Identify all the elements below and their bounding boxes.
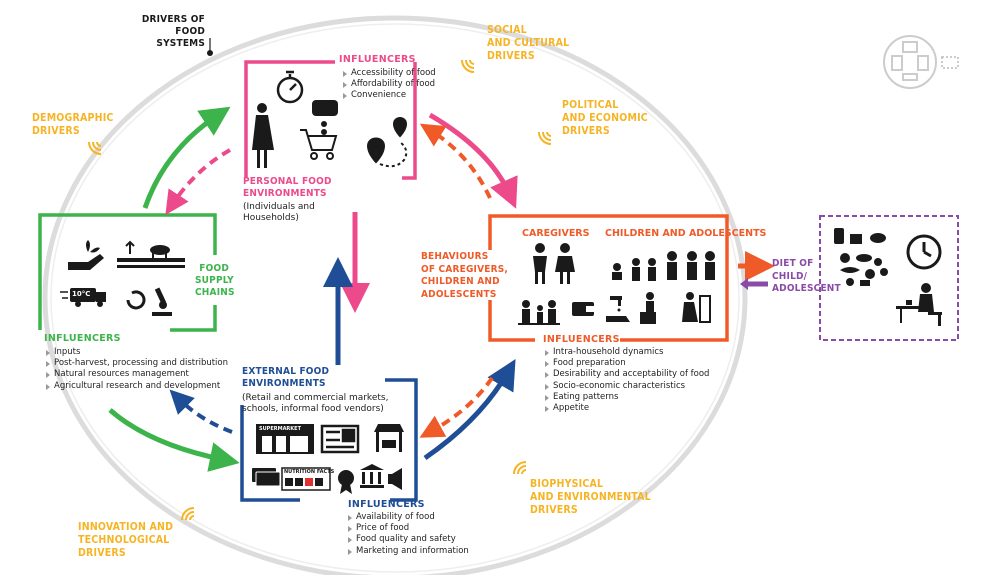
arrow-personal-to-behaviours xyxy=(428,112,518,209)
diet-title: DIET OF CHILD/ ADOLESCENT xyxy=(772,258,841,294)
arrow-supply-to-external xyxy=(108,408,240,472)
list-item: Appetite xyxy=(545,403,709,414)
fist-money-icon xyxy=(312,100,338,135)
arrow-personal-to-supply xyxy=(165,148,231,216)
wave-icon-demographic xyxy=(88,141,102,155)
behaviours-box xyxy=(488,214,729,342)
personal-subtitle: (Individuals and Households) xyxy=(243,202,315,223)
external-influencers-label: INFLUENCERS xyxy=(348,499,425,510)
driver-demographic: DEMOGRAPHIC DRIVERS xyxy=(32,112,114,137)
external-title: EXTERNAL FOOD ENVIRONMENTS xyxy=(242,366,330,389)
personal-box xyxy=(244,60,335,178)
map-route-icon xyxy=(366,117,408,168)
foods-icon xyxy=(834,228,888,286)
supermarket-icon xyxy=(256,424,314,454)
cart-icon xyxy=(300,129,338,160)
arrow-external-to-supply xyxy=(169,389,233,434)
external-subtitle: (Retail and commercial markets, schools,… xyxy=(242,393,389,414)
child-eating-icon xyxy=(896,283,942,326)
arrow-behaviours-to-external xyxy=(419,376,494,438)
list-item: Affordability of food xyxy=(343,79,436,90)
megaphone-icon xyxy=(388,468,402,490)
hand-plant-icon xyxy=(68,240,104,270)
supply-box xyxy=(38,213,217,330)
shopping-person-icon xyxy=(682,292,711,323)
behaviours-influencers-label: INFLUENCERS xyxy=(543,334,620,345)
external-box xyxy=(385,378,418,502)
money-icon xyxy=(252,468,281,487)
arrow-behaviours-to-personal xyxy=(419,123,492,199)
list-item: Price of food xyxy=(348,523,469,534)
microscope-icon xyxy=(152,287,172,316)
list-item: Convenience xyxy=(343,90,436,101)
personal-title: PERSONAL FOOD ENVIRONMENTS xyxy=(243,176,332,199)
driver-social: SOCIAL AND CULTURAL DRIVERS xyxy=(487,24,570,62)
wave-icon-biophysical xyxy=(513,461,527,475)
handwash-icon xyxy=(606,296,630,322)
logo-icon xyxy=(883,35,959,89)
external-influencers-list: Availability of food Price of food Food … xyxy=(348,512,469,557)
arrow-supply-to-personal xyxy=(142,106,231,209)
woman-shopping-icon xyxy=(252,103,274,168)
wave-icon-social xyxy=(461,59,475,73)
list-item: Natural resources management xyxy=(46,369,228,380)
list-item: Food preparation xyxy=(545,358,709,369)
supply-title: FOOD SUPPLY CHAINS xyxy=(195,263,235,298)
supply-influencers-label: INFLUENCERS xyxy=(44,333,121,344)
thermometer-label: 10°C xyxy=(72,290,91,298)
arrow-external-to-behaviours xyxy=(423,359,516,461)
drivers-circle xyxy=(42,15,748,575)
behaviours-influencers-list: Intra-household dynamics Food preparatio… xyxy=(545,347,709,414)
behaviours-title: BEHAVIOURS OF CAREGIVERS, CHILDREN AND A… xyxy=(421,251,509,300)
list-item: Intra-household dynamics xyxy=(545,347,709,358)
list-item: Food quality and safety xyxy=(348,534,469,545)
driver-political: POLITICAL AND ECONOMIC DRIVERS xyxy=(562,99,648,137)
personal-influencers-list: Accessibility of food Affordability of f… xyxy=(343,68,436,102)
list-item: Agricultural research and development xyxy=(46,381,228,392)
driver-biophysical: BIOPHYSICAL AND ENVIRONMENTAL DRIVERS xyxy=(530,478,651,516)
list-item: Eating patterns xyxy=(545,392,709,403)
list-item: Availability of food xyxy=(348,512,469,523)
diagram-title: DRIVERS OF FOOD SYSTEMS xyxy=(141,14,205,49)
truck-icon xyxy=(60,288,106,307)
driver-innovation: INNOVATION AND TECHNOLOGICAL DRIVERS xyxy=(78,521,174,559)
cooking-icon xyxy=(640,292,656,324)
list-item: Post-harvest, processing and distributio… xyxy=(46,358,228,369)
caregivers-icon xyxy=(533,243,575,284)
children-icon xyxy=(612,251,715,281)
wave-icon-innovation xyxy=(181,507,195,521)
supermarket-label: SUPERMARKET xyxy=(259,426,301,432)
newspaper-ad-icon xyxy=(320,424,360,454)
wave-icon-political xyxy=(538,131,552,145)
list-item: Desirability and acceptability of food xyxy=(545,369,709,380)
personal-influencers-label: INFLUENCERS xyxy=(339,54,416,65)
list-item: Socio-economic characteristics xyxy=(545,381,709,392)
list-item: Marketing and information xyxy=(348,546,469,557)
recycle-icon xyxy=(126,290,146,310)
award-badge-icon xyxy=(338,470,354,494)
nutrition-facts-label: NUTRITION FACTS xyxy=(284,469,335,475)
list-item: Inputs xyxy=(46,347,228,358)
farm-field-icon xyxy=(117,240,185,268)
nutrition-label-icon xyxy=(281,467,331,491)
caregivers-label: CAREGIVERS xyxy=(522,228,590,239)
diet-box xyxy=(819,215,959,341)
clock-icon xyxy=(906,234,942,270)
list-item: Accessibility of food xyxy=(343,68,436,79)
market-stall-icon xyxy=(374,424,404,452)
children-label: CHILDREN AND ADOLESCENTS xyxy=(605,228,767,239)
wallet-icon xyxy=(572,302,594,316)
supply-influencers-list: Inputs Post-harvest, processing and dist… xyxy=(46,347,228,392)
family-icon xyxy=(518,300,560,325)
stopwatch-icon xyxy=(276,70,304,104)
institution-icon xyxy=(360,464,384,488)
